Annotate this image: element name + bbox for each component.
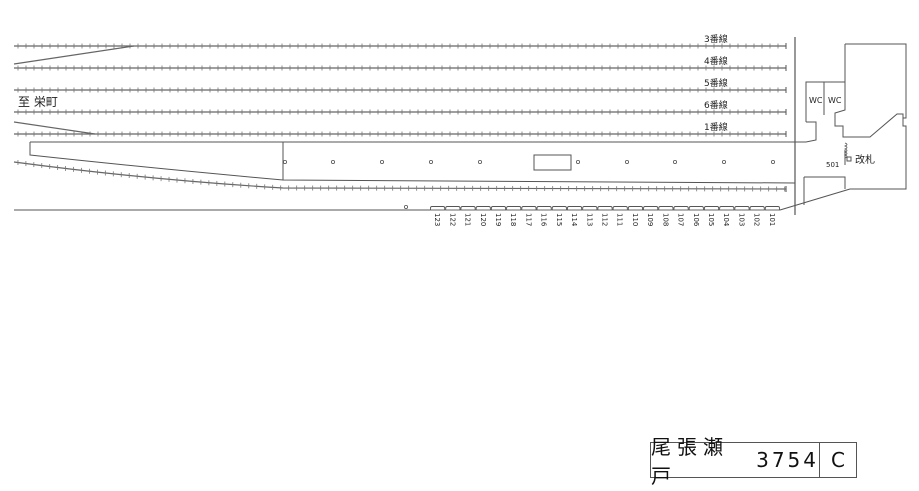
marker-circle bbox=[403, 204, 408, 209]
locker-123: 123 bbox=[430, 206, 446, 226]
pillar-marker bbox=[625, 159, 630, 164]
locker-115: 115 bbox=[551, 206, 567, 226]
locker-103: 103 bbox=[734, 206, 750, 226]
pillar-marker bbox=[771, 159, 776, 164]
tracks-group: 3番線 4番線 5番線 6番線 1番線 bbox=[14, 33, 787, 137]
ticket-gate-label: 改札 bbox=[855, 153, 875, 166]
locker-number: 110 bbox=[631, 213, 639, 226]
locker-116: 116 bbox=[536, 206, 552, 227]
locker-number: 106 bbox=[692, 213, 700, 227]
locker-101: 101 bbox=[764, 206, 780, 226]
locker-number: 122 bbox=[448, 213, 456, 226]
locker-118: 118 bbox=[506, 206, 522, 226]
track-label: 3番線 bbox=[704, 33, 728, 45]
station-building bbox=[795, 43, 907, 205]
track-label: 4番線 bbox=[704, 55, 728, 67]
locker-110: 110 bbox=[627, 206, 644, 226]
locker-number: 105 bbox=[707, 213, 715, 226]
locker-501-box bbox=[846, 156, 852, 162]
locker-number: 117 bbox=[524, 213, 532, 226]
platform-pillars bbox=[282, 159, 776, 164]
track-6番線: 6番線 bbox=[14, 99, 787, 115]
locker-111: 111 bbox=[612, 206, 628, 226]
locker-number: 121 bbox=[464, 213, 472, 226]
lockers-group: 123 122 121 120 119 118 117 116 115 114 113 112 111 1… bbox=[430, 206, 780, 227]
locker-number: 120 bbox=[479, 213, 487, 226]
track-label: 1番線 bbox=[704, 121, 728, 133]
direction-label: 至 栄町 bbox=[18, 95, 58, 109]
platform-structure bbox=[533, 154, 572, 171]
pillar-marker bbox=[428, 159, 433, 164]
locker-122: 122 bbox=[445, 206, 461, 226]
pillar-marker bbox=[576, 159, 581, 164]
pillar-marker bbox=[379, 159, 384, 164]
locker-number: 103 bbox=[737, 213, 745, 226]
locker-number: 119 bbox=[494, 213, 502, 226]
ticket-gate bbox=[843, 142, 848, 159]
locker-113: 113 bbox=[582, 206, 598, 226]
wc-label-2: WC bbox=[828, 96, 842, 105]
pillar-marker bbox=[282, 159, 287, 164]
locker-number: 104 bbox=[722, 213, 730, 227]
locker-117: 117 bbox=[521, 206, 537, 226]
pillar-marker bbox=[330, 159, 335, 164]
locker-104: 104 bbox=[719, 206, 735, 227]
locker-number: 107 bbox=[677, 213, 685, 226]
pillar-marker bbox=[722, 159, 727, 164]
track-1番線: 1番線 bbox=[14, 121, 787, 137]
locker-number: 101 bbox=[768, 213, 776, 226]
locker-114: 114 bbox=[566, 206, 583, 227]
locker-105: 105 bbox=[703, 206, 720, 226]
locker-number: 114 bbox=[570, 213, 578, 227]
locker-number: 118 bbox=[509, 213, 517, 226]
locker-number: 102 bbox=[753, 213, 761, 226]
pillar-marker bbox=[477, 159, 482, 164]
locker-number: 109 bbox=[646, 213, 654, 226]
pillar-marker bbox=[673, 159, 678, 164]
locker-119: 119 bbox=[490, 206, 507, 226]
track-label: 5番線 bbox=[704, 77, 728, 89]
lower-curved-track bbox=[13, 161, 787, 192]
locker-109: 109 bbox=[643, 206, 659, 226]
slant-line bbox=[779, 188, 851, 211]
locker-number: 113 bbox=[585, 213, 593, 226]
locker-108: 108 bbox=[658, 206, 674, 226]
track-3番線: 3番線 bbox=[14, 33, 787, 49]
locker-107: 107 bbox=[673, 206, 689, 226]
locker-number: 111 bbox=[616, 213, 624, 226]
platform bbox=[29, 141, 796, 184]
station-name-code: 尾張瀬戸 3754 bbox=[651, 435, 820, 488]
locker-number: 108 bbox=[661, 213, 669, 226]
station-title-box: 尾張瀬戸 3754 C bbox=[650, 435, 857, 488]
locker-121: 121 bbox=[460, 206, 476, 226]
track-5番線: 5番線 bbox=[14, 77, 787, 93]
locker-number: 123 bbox=[433, 213, 441, 226]
diverging-track-upper bbox=[13, 45, 135, 65]
locker-102: 102 bbox=[749, 206, 765, 226]
locker-number: 115 bbox=[555, 213, 563, 226]
station-name: 尾張瀬戸 bbox=[651, 435, 729, 488]
locker-number: 116 bbox=[540, 213, 548, 227]
locker-120: 120 bbox=[475, 206, 491, 226]
station-code: 3754 bbox=[756, 448, 819, 472]
track-label: 6番線 bbox=[704, 99, 728, 111]
diverging-track-lower bbox=[13, 121, 96, 135]
station-grade: C bbox=[831, 448, 845, 472]
wc-label-1: WC bbox=[809, 96, 823, 105]
locker-112: 112 bbox=[597, 206, 613, 226]
locker-number: 112 bbox=[601, 213, 609, 226]
locker-106: 106 bbox=[688, 206, 704, 227]
locker-id-label: 501 bbox=[826, 161, 839, 169]
track-4番線: 4番線 bbox=[14, 55, 787, 71]
